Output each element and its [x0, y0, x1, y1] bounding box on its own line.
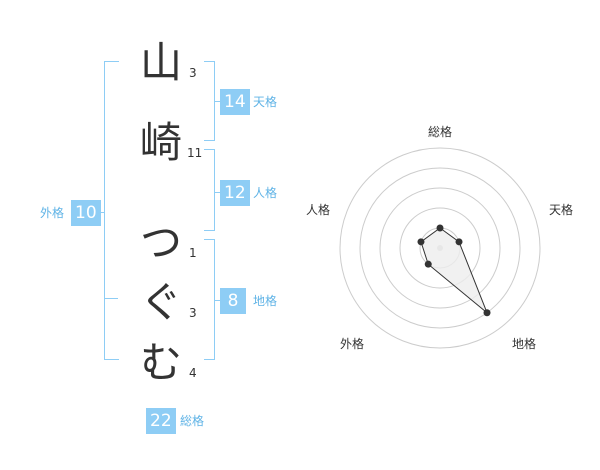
radar-series-polygon — [420, 227, 488, 314]
radar-ring — [379, 187, 501, 309]
chikaku-bracket-tick — [214, 300, 220, 301]
gaikaku-label: 外格 — [40, 206, 65, 220]
gaikaku-bracket-mid — [104, 298, 118, 299]
name-char-3: つ — [139, 218, 182, 267]
name-char-5: む — [139, 338, 182, 387]
radar-ring — [359, 167, 521, 329]
radar-point-1 — [436, 224, 444, 232]
radar-axis-label-chikaku: 地格 — [511, 337, 536, 351]
radar-axis-label-soukaku: 総格 — [427, 125, 452, 139]
radar-axis-label-tenkaku: 天格 — [548, 203, 573, 217]
radar-point-3 — [483, 309, 491, 317]
name-char-2: 崎 — [139, 118, 182, 167]
name-char-1: 山 — [139, 38, 182, 87]
tenkaku-value: 14 — [220, 89, 250, 115]
radar-ring — [339, 147, 541, 349]
radar-point-5 — [417, 238, 425, 246]
stroke-count-1: 3 — [189, 66, 197, 80]
name-char-4: ぐ — [139, 278, 182, 327]
radar-axis-label-gaikaku: 外格 — [339, 337, 364, 351]
stroke-count-4: 3 — [189, 306, 197, 320]
chikaku-value: 8 — [220, 288, 246, 314]
chikaku-bracket — [204, 239, 215, 360]
jinkaku-label: 人格 — [253, 186, 278, 200]
stroke-count-5: 4 — [189, 366, 197, 380]
chikaku-label: 地格 — [253, 294, 278, 308]
soukaku-label: 総格 — [180, 414, 205, 428]
gaikaku-bracket — [104, 61, 119, 360]
radar-ring — [399, 207, 481, 289]
stroke-count-3: 1 — [189, 246, 197, 260]
radar-point-2 — [455, 238, 463, 246]
jinkaku-value: 12 — [220, 180, 250, 206]
jinkaku-bracket-tick — [214, 192, 220, 193]
radar-axis-label-jinkaku: 人格 — [305, 203, 330, 217]
tenkaku-label: 天格 — [253, 95, 278, 109]
tenkaku-bracket-tick — [214, 101, 220, 102]
jinkaku-bracket — [204, 149, 215, 231]
soukaku-value: 22 — [146, 408, 176, 434]
gaikaku-value: 10 — [71, 200, 101, 226]
stroke-count-2: 11 — [187, 146, 203, 160]
radar-points — [417, 224, 491, 317]
radar-chart — [339, 147, 541, 349]
radar-point-4 — [424, 260, 432, 268]
